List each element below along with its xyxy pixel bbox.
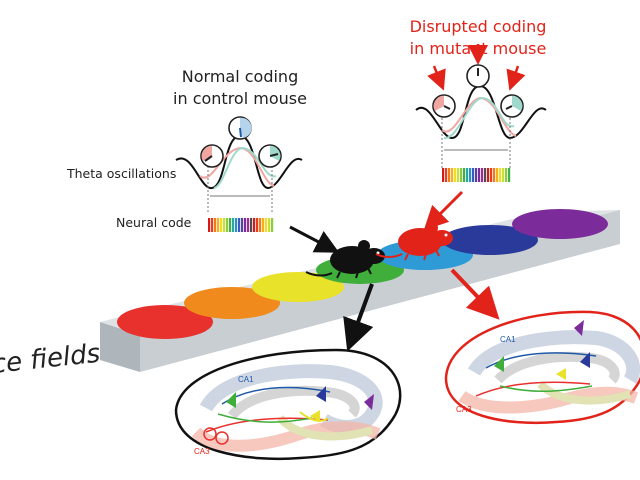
ca1-label-right: CA1 <box>500 335 516 344</box>
code-stripe <box>250 218 253 232</box>
place-field-red <box>117 305 213 339</box>
code-stripe <box>472 168 475 182</box>
mutant-title-line-1: Disrupted coding <box>409 17 547 36</box>
ca1-label-left: CA1 <box>238 375 254 384</box>
hippocampus-control: CA1 CA3 <box>174 348 402 461</box>
arrow-mutant-code-to-mouse <box>423 190 464 231</box>
mutant-coding-title: Disrupted coding in mutant mouse <box>398 16 558 60</box>
place-field-orange <box>184 287 280 319</box>
ca3-label-left: CA3 <box>194 447 210 456</box>
code-stripe <box>238 218 241 232</box>
normal-theta-panel <box>175 116 303 232</box>
arrow-code-to-mouse <box>289 225 340 253</box>
code-stripe <box>211 218 214 232</box>
code-stripe <box>241 218 244 232</box>
code-stripe <box>448 168 451 182</box>
clock-icon <box>200 144 224 168</box>
arrow-control-to-hippocampus <box>343 283 374 352</box>
clock-icon <box>432 94 456 118</box>
place-field-discs <box>117 209 608 339</box>
code-stripe <box>253 218 256 232</box>
code-stripe <box>220 218 223 232</box>
code-stripe <box>457 168 460 182</box>
mutant-clock-arrow-left <box>427 65 446 91</box>
normal-title-line-1: Normal coding <box>181 67 299 86</box>
neural-code-bar <box>208 218 274 232</box>
code-stripe <box>229 218 232 232</box>
place-field-navy <box>442 225 538 255</box>
code-stripe <box>271 218 274 232</box>
normal-theta-wave <box>175 134 303 190</box>
code-stripe <box>505 168 508 182</box>
arrow-mutant-to-hippocampus <box>450 268 500 320</box>
code-stripe <box>487 168 490 182</box>
neural-code-bar <box>442 168 511 182</box>
code-stripe <box>232 218 235 232</box>
code-stripe <box>259 218 262 232</box>
code-stripe <box>208 218 211 232</box>
code-stripe <box>235 218 238 232</box>
code-stripe <box>451 168 454 182</box>
code-stripe <box>217 218 220 232</box>
code-stripe <box>247 218 250 232</box>
clock-icon <box>500 94 524 118</box>
neural-code-label: Neural code <box>116 215 192 230</box>
code-stripe <box>268 218 271 232</box>
clock-icon <box>228 116 252 140</box>
code-stripe <box>484 168 487 182</box>
theta-oscillations-label: Theta oscillations <box>67 166 177 181</box>
ca3-label-right: CA3 <box>456 405 472 414</box>
code-stripe <box>442 168 445 182</box>
code-stripe <box>496 168 499 182</box>
place-field-yellow <box>252 272 344 302</box>
code-stripe <box>244 218 247 232</box>
clock-icon <box>258 144 282 168</box>
code-stripe <box>508 168 511 182</box>
code-stripe <box>475 168 478 182</box>
code-stripe <box>463 168 466 182</box>
code-stripe <box>499 168 502 182</box>
code-stripe <box>490 168 493 182</box>
code-stripe <box>493 168 496 182</box>
clock-icon <box>466 64 490 88</box>
code-stripe <box>265 218 268 232</box>
code-stripe <box>466 168 469 182</box>
code-stripe <box>469 168 472 182</box>
mutant-title-line-2: in mutant mouse <box>409 39 547 58</box>
code-stripe <box>478 168 481 182</box>
code-stripe <box>481 168 484 182</box>
code-stripe <box>226 218 229 232</box>
mutant-clock-arrow-right <box>506 65 526 91</box>
normal-title-line-2: in control mouse <box>173 89 307 108</box>
code-stripe <box>256 218 259 232</box>
code-stripe <box>460 168 463 182</box>
code-stripe <box>445 168 448 182</box>
control-mouse-icon <box>305 240 385 279</box>
mutant-theta-panel <box>415 64 547 182</box>
code-stripe <box>262 218 265 232</box>
place-field-purple <box>512 209 608 239</box>
normal-coding-title: Normal coding in control mouse <box>160 66 320 110</box>
code-stripe <box>454 168 457 182</box>
code-stripe <box>502 168 505 182</box>
hippocampus-mutant: CA1 CA3 <box>444 310 640 425</box>
code-stripe <box>223 218 226 232</box>
code-stripe <box>214 218 217 232</box>
